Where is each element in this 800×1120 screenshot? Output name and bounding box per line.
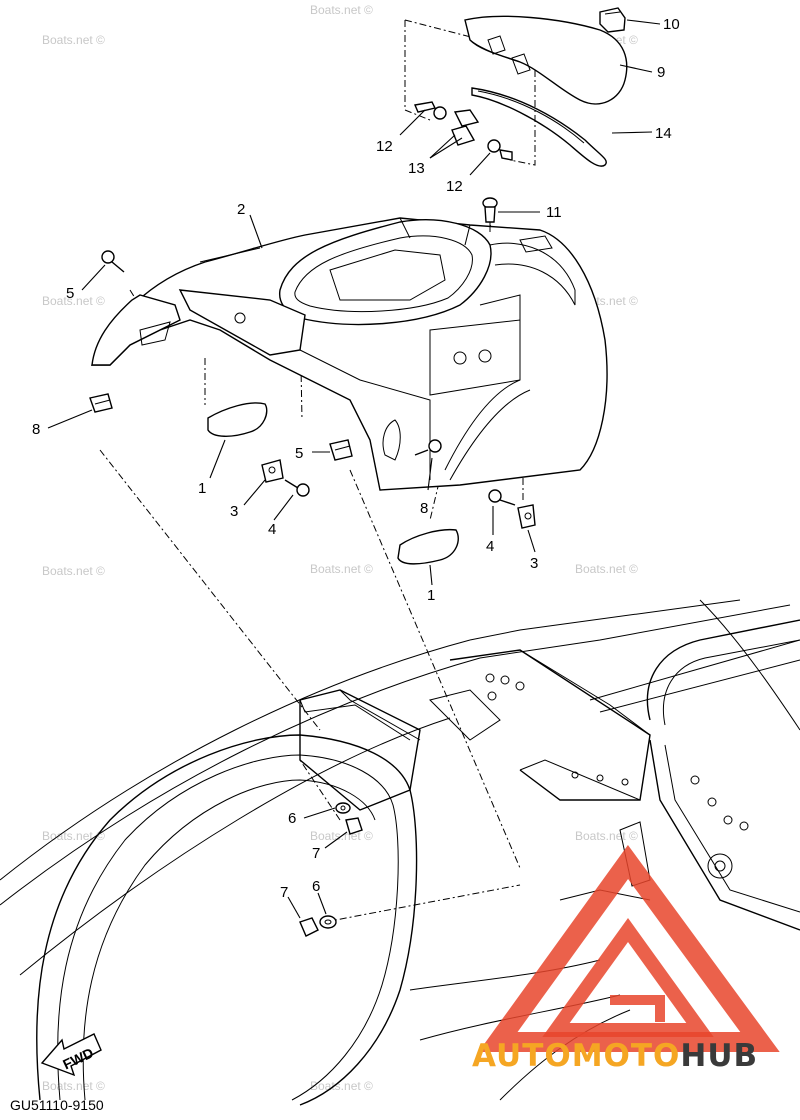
callout-label: 5 (66, 285, 74, 302)
small-parts (89, 250, 536, 937)
lid-clip (599, 7, 626, 33)
watermark: Boats.net © (310, 3, 373, 17)
callout-label: 7 (312, 845, 320, 862)
callout-numbers: 10 9 14 12 13 12 11 2 5 8 1 3 4 5 8 4 3 … (32, 16, 680, 901)
callout-label: 7 (280, 884, 288, 901)
watermark: Boats.net © (42, 294, 105, 308)
watermark: Boats.net © (310, 1079, 373, 1093)
callout-label: 4 (486, 538, 494, 555)
watermark: Boats.net © (310, 562, 373, 576)
callout-label: 5 (295, 445, 303, 462)
callout-label: 1 (427, 587, 435, 604)
watermark: Boats.net © (42, 33, 105, 47)
front-hood-cover (90, 217, 608, 491)
callout-label: 1 (198, 480, 206, 497)
logo-mark (478, 845, 780, 1052)
brand-name-part1: AUTOMOTO (472, 1038, 680, 1074)
callout-leaders (47, 19, 661, 919)
watermark: Boats.net © (575, 829, 638, 843)
callout-label: 9 (657, 64, 665, 81)
hull-deck-drawing (0, 599, 800, 1106)
callout-label: 3 (230, 503, 238, 520)
watermarks: Boats.net © Boats.net © Boats.net © Boat… (42, 3, 638, 1093)
callout-label: 11 (546, 204, 562, 221)
callout-label: 8 (420, 500, 428, 517)
callout-label: 13 (408, 160, 425, 177)
diagram-code: GU51110-9150 (10, 1097, 104, 1113)
callout-label: 6 (288, 810, 296, 827)
upper-fasteners (414, 101, 513, 161)
brand-name-part2: HUB (680, 1038, 758, 1074)
watermark: Boats.net © (42, 1079, 105, 1093)
callout-label: 6 (312, 878, 320, 895)
callout-label: 3 (530, 555, 538, 572)
watermark: Boats.net © (42, 564, 105, 578)
callout-label: 10 (663, 16, 680, 33)
watermark: Boats.net © (575, 562, 638, 576)
callout-label: 8 (32, 421, 40, 438)
hood-pin (482, 197, 498, 232)
callout-label: 12 (446, 178, 463, 195)
lid-seal-gasket (471, 87, 607, 167)
callout-label: 12 (376, 138, 393, 155)
watermark: Boats.net © (42, 829, 105, 843)
brand-name: AUTOMOTOHUB (472, 1038, 758, 1074)
callout-label: 2 (237, 201, 245, 218)
automotohub-logo: AUTOMOTOHUB (472, 845, 780, 1074)
callout-label: 14 (655, 125, 672, 142)
storage-lid (464, 15, 628, 105)
forward-direction-arrow: FWD (40, 1033, 102, 1077)
callout-label: 4 (268, 521, 276, 538)
